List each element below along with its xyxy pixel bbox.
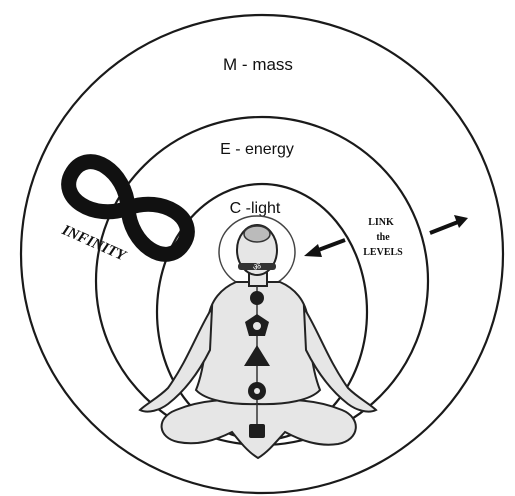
sacral-chakra-center bbox=[254, 388, 260, 394]
link-levels-line2: the bbox=[376, 232, 390, 243]
link-levels-line3: LEVELS bbox=[363, 247, 403, 258]
figure-left-arm bbox=[138, 304, 214, 413]
figure-right-arm bbox=[302, 304, 378, 413]
meditating-figure-icon: ॐ bbox=[138, 215, 378, 460]
crown-chakra-icon bbox=[243, 225, 271, 243]
throat-chakra-icon bbox=[250, 291, 264, 305]
arrow-left-icon bbox=[304, 238, 346, 257]
ring-label-mass: M - mass bbox=[223, 55, 293, 74]
root-chakra-icon bbox=[249, 424, 265, 438]
outer-ring-mass bbox=[19, 13, 505, 495]
infinity-symbol-icon bbox=[61, 154, 195, 262]
third-eye-band bbox=[238, 263, 276, 270]
third-eye-chakra-icon: ॐ bbox=[253, 262, 261, 273]
infinity-label: INFINITY bbox=[59, 222, 130, 265]
ring-label-energy: E - energy bbox=[220, 141, 294, 158]
ring-label-light: C -light bbox=[230, 200, 281, 217]
link-levels-line1: LINK bbox=[368, 217, 394, 228]
solar-plexus-chakra-icon bbox=[244, 345, 270, 366]
arrow-right-icon bbox=[429, 215, 468, 235]
link-levels-note: LINK the LEVELS bbox=[363, 217, 403, 258]
heart-chakra-center bbox=[253, 322, 261, 330]
